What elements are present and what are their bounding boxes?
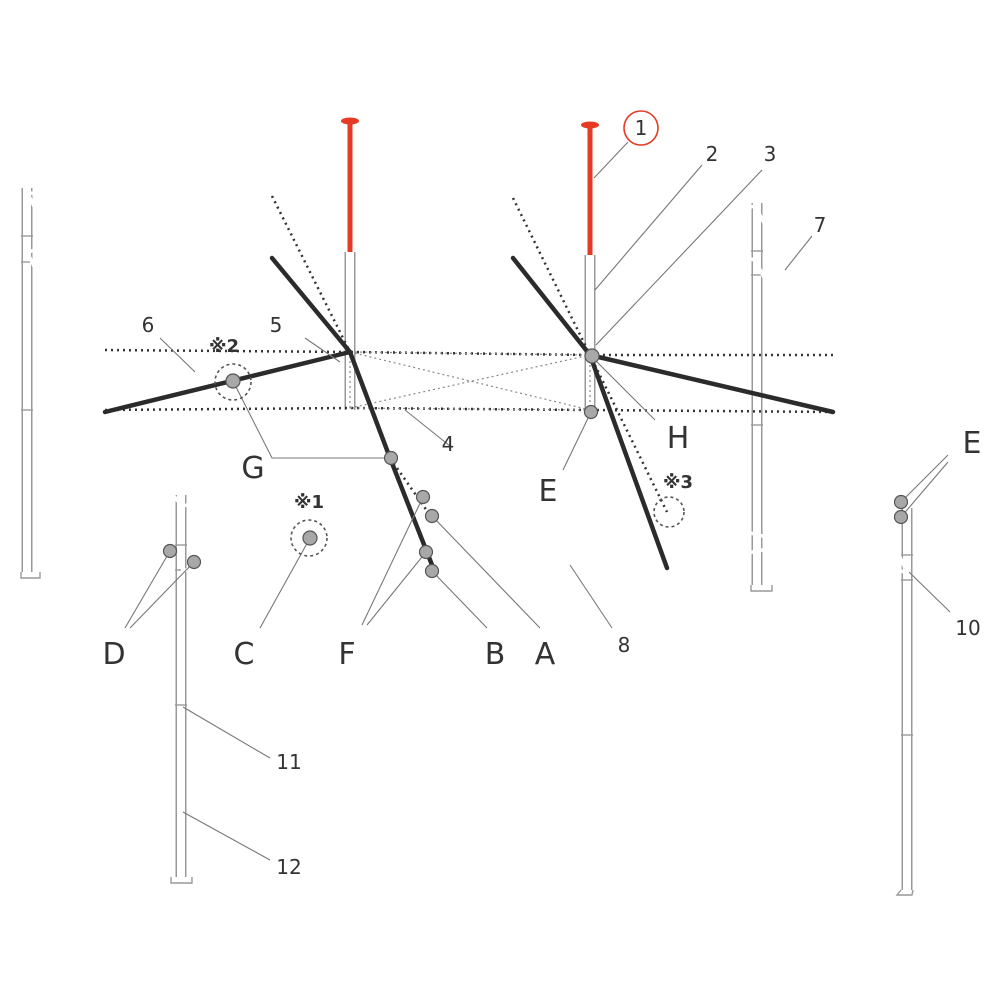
joint-label-c: C — [234, 637, 255, 672]
joint-letter-labels: A B C D E E F G H — [102, 421, 981, 672]
joint-label-e-right: E — [963, 426, 982, 461]
part-label-1: 1 — [635, 116, 648, 140]
joint-e-right-lower — [893, 509, 909, 525]
joint-b — [424, 563, 440, 579]
part-label-8: 8 — [618, 633, 631, 657]
joint-a — [424, 508, 440, 524]
joint-f-lower — [418, 544, 434, 560]
joint-e-center — [583, 404, 599, 420]
leader-lines — [124, 141, 951, 861]
joint-d-right — [186, 554, 202, 570]
ring-mark-1 — [290, 519, 328, 557]
part-number-labels: 1 2 3 4 5 6 7 8 10 11 12 — [142, 116, 981, 879]
leg-details — [20, 235, 914, 896]
joint-e-right-upper — [893, 494, 909, 510]
center-poles — [344, 252, 596, 412]
part-1-highlight-ring — [623, 110, 659, 146]
right-side-scissor — [753, 205, 907, 569]
joint-d-left — [162, 543, 178, 559]
part-label-11: 11 — [276, 750, 301, 774]
joint-label-f: F — [338, 637, 355, 672]
reference-mark-1: ※1 — [294, 492, 324, 513]
joint-label-h: H — [667, 421, 690, 456]
ring-mark-3 — [653, 496, 685, 528]
joint-h — [584, 348, 600, 364]
front-scissor — [180, 503, 906, 574]
joints — [162, 348, 909, 579]
joint-g — [383, 450, 399, 466]
joint-label-b: B — [485, 637, 506, 672]
joint-label-e-center: E — [539, 474, 558, 509]
part-label-10: 10 — [955, 616, 980, 640]
part-label-5: 5 — [270, 313, 283, 337]
part-label-7: 7 — [814, 213, 827, 237]
joint-label-d: D — [102, 637, 125, 672]
joint-center-left — [225, 373, 241, 389]
part-label-2: 2 — [706, 142, 719, 166]
part-label-12: 12 — [276, 855, 301, 879]
ring-mark-2 — [214, 363, 252, 401]
reference-mark-3: ※3 — [663, 472, 693, 493]
joint-f-upper — [415, 489, 431, 505]
red-top-rods — [341, 117, 599, 255]
reference-mark-labels: ※1 ※2 ※3 — [209, 336, 693, 513]
part-label-4: 4 — [442, 432, 455, 456]
joint-label-a: A — [535, 637, 556, 672]
dark-struts — [102, 255, 836, 571]
frame-tubes — [25, 190, 907, 574]
part-label-3: 3 — [764, 142, 777, 166]
back-scissor — [26, 190, 756, 262]
joint-label-g: G — [241, 451, 264, 486]
part-label-6: 6 — [142, 313, 155, 337]
reference-rings — [214, 363, 685, 557]
reference-mark-2: ※2 — [209, 336, 239, 357]
joint-c — [302, 530, 318, 546]
